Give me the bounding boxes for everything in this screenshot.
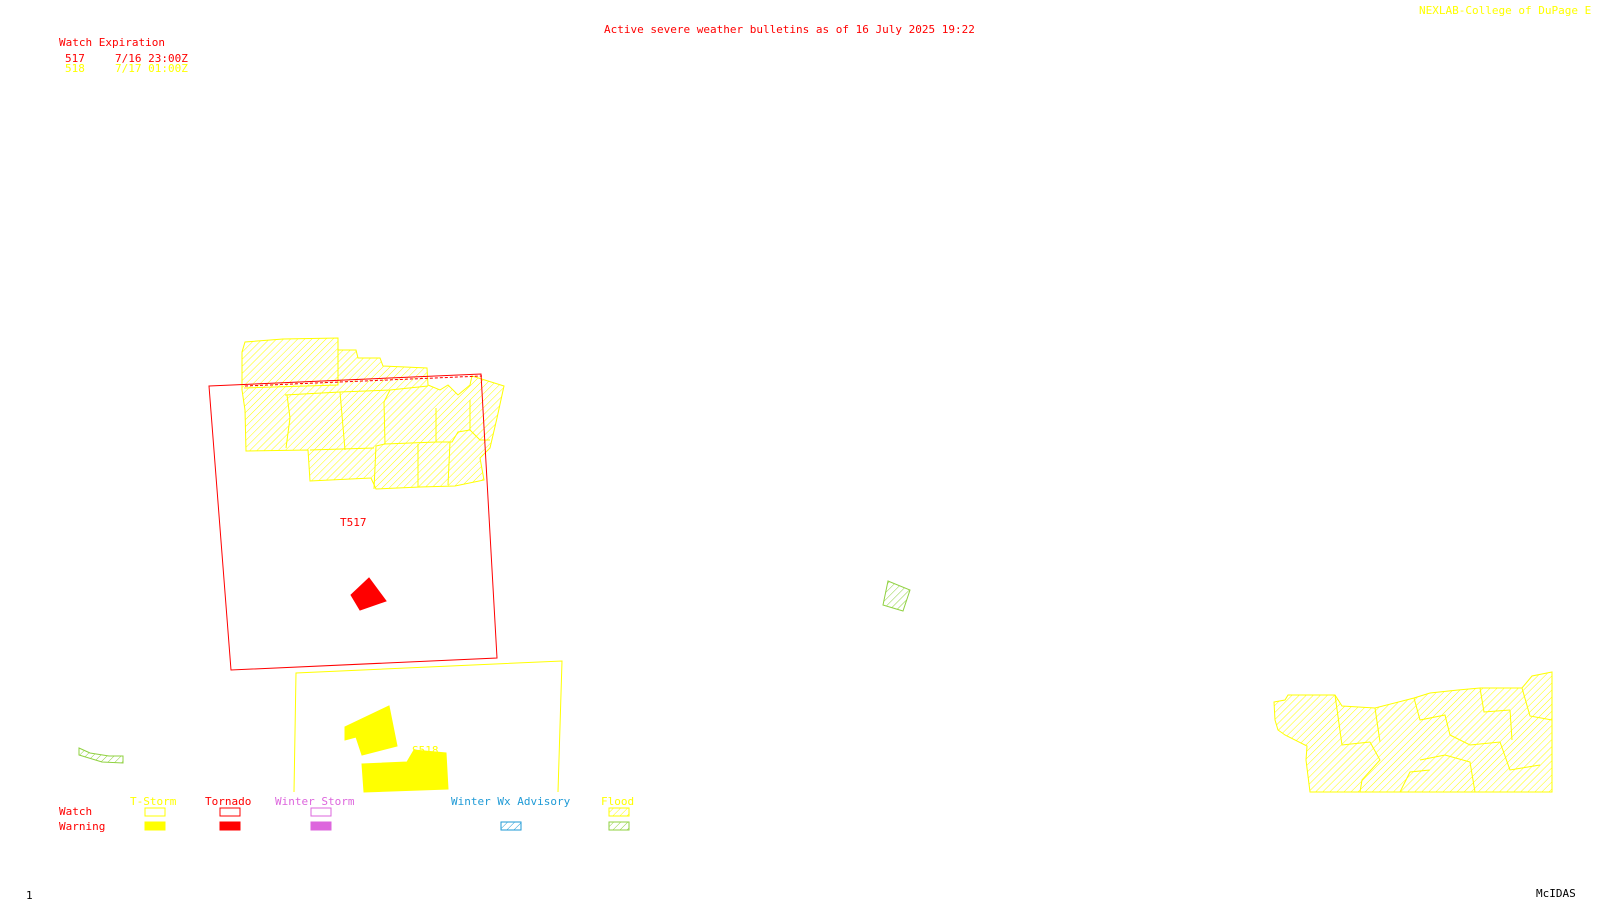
watch-label-t517: T517 xyxy=(340,516,367,529)
legend-watch-row-label: Watch xyxy=(59,805,93,818)
legend-tornado-warning-swatch xyxy=(219,821,241,831)
watch-expiration-time-517: 7/16 23:00Z xyxy=(115,52,188,65)
legend-tstorm-label: T-Storm xyxy=(130,795,177,808)
source-label: NEXLAB-College of DuPage E xyxy=(1419,4,1592,17)
legend-tstorm-warning-swatch xyxy=(144,821,166,831)
tornado-watch-517-outline xyxy=(208,373,498,671)
watch-label-s518: S518 xyxy=(412,744,439,757)
flood-watch-area-east xyxy=(1273,671,1553,793)
legend-tornado-label: Tornado xyxy=(205,795,252,808)
legend-flood-watch-swatch xyxy=(608,807,630,817)
watch-expiration-number-517: 517 xyxy=(65,52,85,65)
bulletin-title: Active severe weather bulletins as of 16… xyxy=(604,23,975,36)
tstorm-watch-518-outline xyxy=(293,660,563,793)
legend-winter-storm-watch-swatch xyxy=(310,807,332,817)
flood-warning-midcountry xyxy=(882,580,911,612)
legend-winter-storm-label: Winter Storm xyxy=(275,795,355,808)
watch-boundary-dashed xyxy=(244,375,483,387)
legend-winter-storm-warning-swatch xyxy=(310,821,332,831)
legend-flood-label: Flood xyxy=(601,795,635,808)
watch-expiration-time-518: 7/17 01:00Z xyxy=(115,62,188,75)
legend-swatches xyxy=(144,807,630,831)
legend-winter-advisory-label: Winter Wx Advisory xyxy=(451,795,571,808)
legend-winter-advisory-warning-swatch xyxy=(500,821,522,831)
legend-tstorm-watch-swatch xyxy=(144,807,166,817)
watch-expiration-number-518: 518 xyxy=(65,62,85,75)
frame-number: 1 xyxy=(26,889,33,902)
legend-flood-warning-swatch xyxy=(608,821,630,831)
legend-tornado-watch-swatch xyxy=(219,807,241,817)
tstorm-warning-polygon-2 xyxy=(361,749,449,793)
flood-warning-west xyxy=(78,747,124,764)
watch-expiration-heading: Watch Expiration xyxy=(59,36,165,49)
flood-watch-area-north xyxy=(241,337,505,490)
tstorm-warning-polygon-1 xyxy=(344,705,398,756)
legend-warning-row-label: Warning xyxy=(59,820,106,833)
tornado-warning-polygon xyxy=(350,577,387,611)
software-label: McIDAS xyxy=(1536,887,1576,900)
